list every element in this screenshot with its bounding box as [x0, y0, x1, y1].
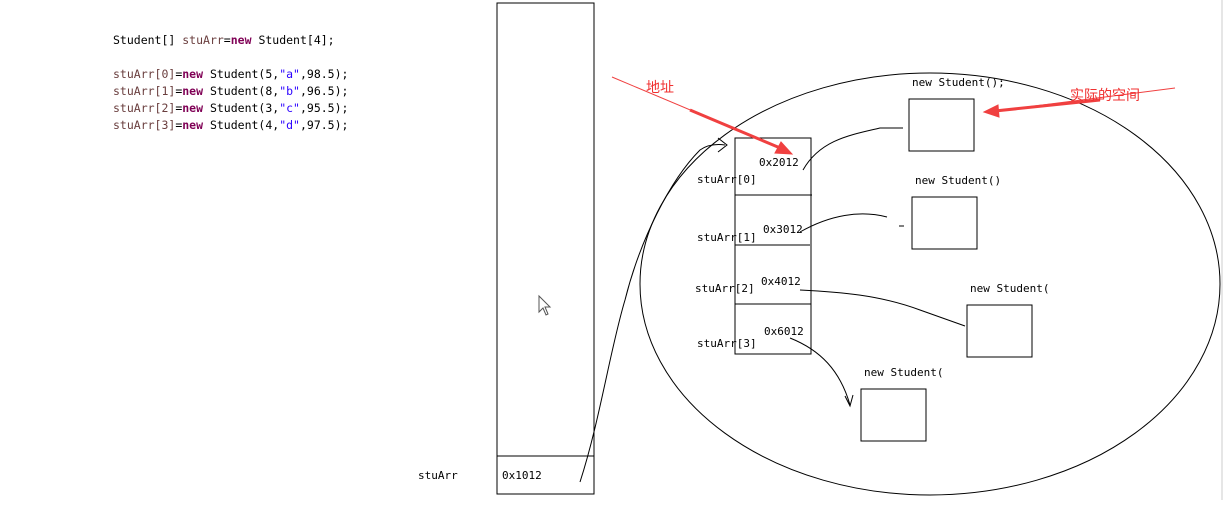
- stack-box: [496, 2, 595, 495]
- object-label-1: new Student(): [915, 174, 1002, 187]
- pointer-stack-to-array: [579, 144, 726, 483]
- pointer-2: [799, 289, 966, 327]
- code-line: stuArr[0]=new Student(5,"a",98.5);: [113, 67, 349, 81]
- stack-address: 0x1012: [502, 469, 542, 482]
- object-box-1: [911, 196, 978, 250]
- annotation-actual-space: 实际的空间: [1070, 88, 1140, 104]
- object-box-0: [908, 98, 975, 152]
- code-line: stuArr[1]=new Student(8,"b",96.5);: [113, 84, 349, 98]
- object-label-0: new Student();: [912, 76, 1005, 89]
- arrow-actual-space: [982, 104, 1000, 118]
- array-label-2: stuArr[2]: [695, 282, 755, 295]
- object-box-3: [860, 388, 927, 442]
- pointer-0: [802, 127, 903, 171]
- code-line: stuArr[2]=new Student(3,"c",95.5);: [113, 101, 349, 115]
- code-line: stuArr[3]=new Student(4,"d",97.5);: [113, 118, 349, 132]
- array-label-1: stuArr[1]: [697, 231, 757, 244]
- heap-ellipse: [639, 72, 1221, 496]
- code-declaration: Student[] stuArr=new Student[4];: [113, 33, 335, 47]
- pointer-3: [789, 337, 851, 406]
- object-label-2: new Student(: [970, 282, 1050, 295]
- stack-var-label: stuArr: [418, 469, 458, 482]
- array-address-0: 0x2012: [759, 156, 799, 169]
- object-label-3: new Student(: [864, 366, 944, 379]
- array-address-1: 0x3012: [763, 223, 803, 236]
- arrow-address: [774, 141, 794, 155]
- array-box: [734, 137, 812, 355]
- array-address-3: 0x6012: [764, 325, 804, 338]
- code-block: Student[] stuArr=new Student[4]; stuArr[…: [113, 32, 348, 134]
- array-label-3: stuArr[3]: [697, 337, 757, 350]
- array-address-2: 0x4012: [761, 275, 801, 288]
- object-box-2: [966, 304, 1033, 358]
- pointer-1: [799, 213, 888, 233]
- annotation-address: 地址: [646, 80, 674, 96]
- array-label-0: stuArr[0]: [697, 173, 757, 186]
